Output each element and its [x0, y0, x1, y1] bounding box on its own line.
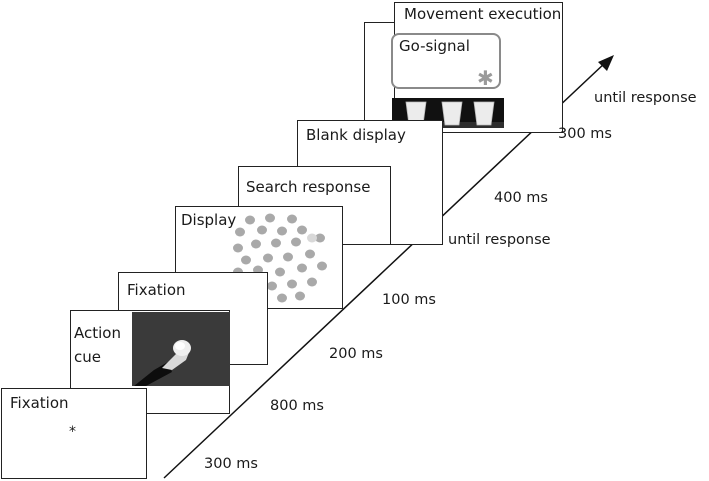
- fixation-label-2: Fixation: [127, 281, 186, 299]
- fixation-frame-1: [1, 388, 147, 479]
- timing-label-1: 300 ms: [204, 456, 258, 472]
- display-label: Display: [181, 211, 237, 229]
- timing-label-7: 300 ms: [558, 126, 612, 142]
- timing-label-8: until response: [594, 90, 697, 106]
- go-signal-star-icon: ✱: [477, 66, 494, 90]
- timing-label-6: 400 ms: [494, 190, 548, 206]
- action-cue-label-line1: Action: [74, 324, 121, 342]
- search-response-label: Search response: [246, 178, 371, 196]
- blank-display-label: Blank display: [306, 126, 406, 144]
- go-signal-label: Go-signal: [399, 37, 470, 55]
- timing-label-4: 100 ms: [382, 292, 436, 308]
- movement-execution-label: Movement execution: [404, 5, 562, 23]
- fixation-label-1: Fixation: [10, 394, 69, 412]
- go-signal-box: [391, 33, 501, 89]
- timing-label-5: until response: [448, 232, 551, 248]
- cups-image: [392, 98, 504, 128]
- timing-label-3: 200 ms: [329, 346, 383, 362]
- fixation-cross: *: [69, 424, 76, 440]
- timing-label-2: 800 ms: [270, 398, 324, 414]
- action-cue-label-line2: cue: [74, 348, 101, 366]
- hand-grasp-image: [132, 312, 230, 386]
